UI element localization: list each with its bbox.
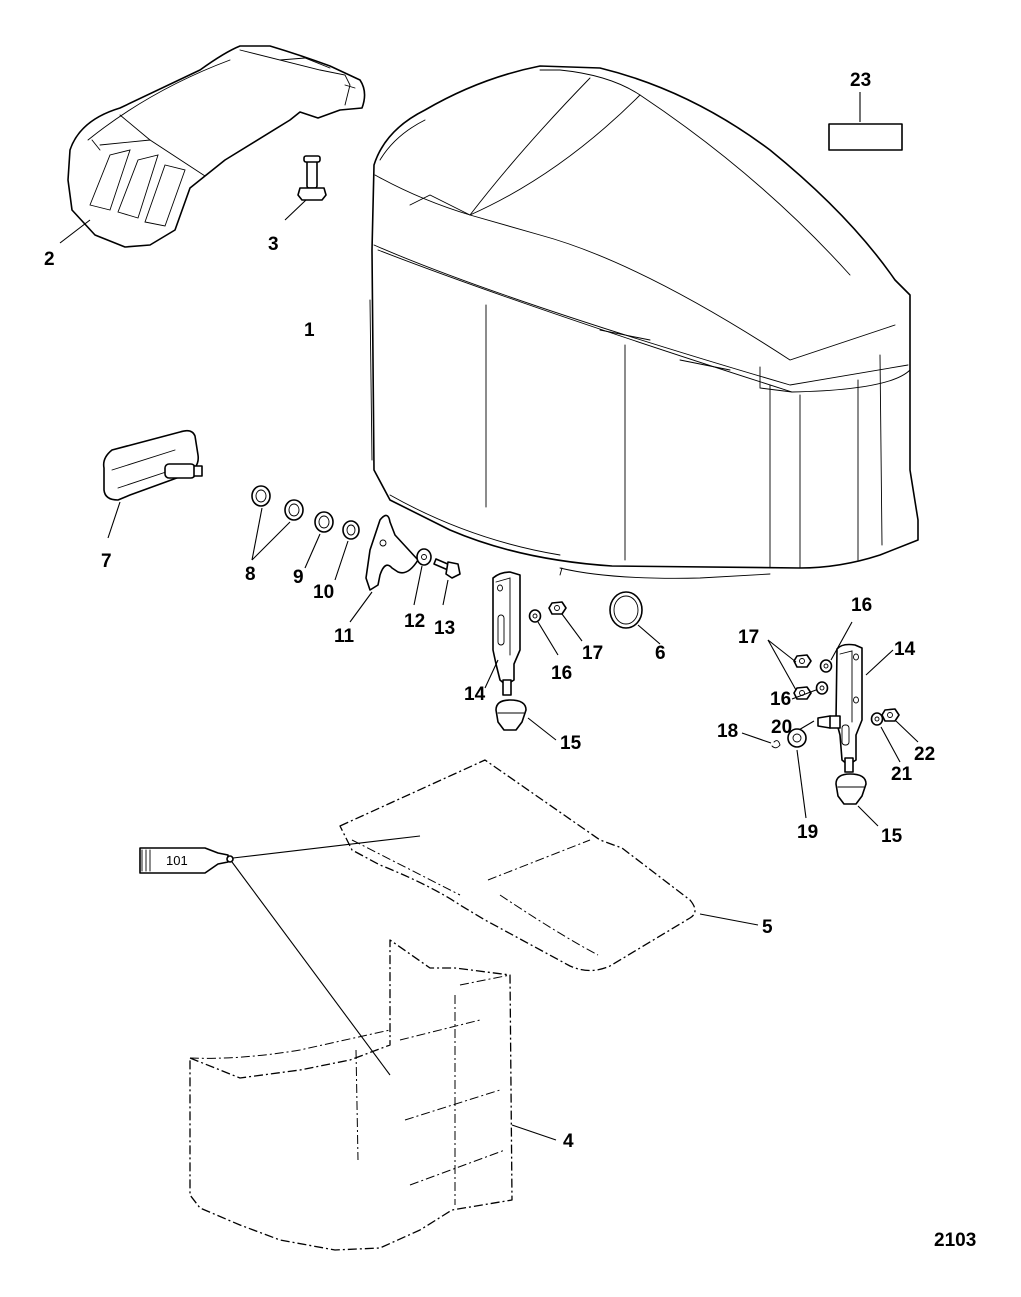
callout-2: 2 — [44, 249, 55, 270]
callout-7: 7 — [101, 551, 112, 572]
callout-16-right-upper: 16 — [851, 595, 872, 616]
washer-part-16-right-upper — [819, 621, 853, 673]
sealant-tube-label: 101 — [166, 853, 188, 868]
callout-16-left: 16 — [551, 663, 572, 684]
figure-number: 2103 — [934, 1230, 976, 1251]
callout-6: 6 — [655, 643, 666, 664]
callout-4: 4 — [563, 1131, 574, 1152]
nut-part-17-left — [548, 601, 583, 642]
clip-part-18 — [741, 732, 781, 749]
washer-part-9 — [304, 511, 334, 569]
nut-part-17-right-upper — [793, 654, 812, 668]
bumper-part-15-left — [495, 699, 557, 741]
callout-14-left: 14 — [464, 684, 486, 705]
bumper-part-15-right — [835, 773, 879, 827]
screw-part-3 — [284, 155, 327, 221]
callout-10: 10 — [313, 582, 334, 603]
callout-11: 11 — [334, 626, 355, 647]
washer-part-12 — [413, 548, 432, 606]
nut-part-17-right-lower — [793, 686, 812, 700]
callout-21: 21 — [891, 764, 913, 785]
callout-8: 8 — [245, 564, 256, 585]
bolt-part-13 — [433, 558, 461, 606]
decal-part-23 — [828, 92, 903, 151]
latch-bracket-part-14-left — [484, 571, 521, 696]
washer-part-16-right-lower — [791, 681, 829, 700]
callout-19: 19 — [797, 822, 818, 843]
callout-18: 18 — [717, 721, 738, 742]
latch-bracket-part-14-right — [835, 643, 894, 773]
callout-13: 13 — [434, 618, 455, 639]
callout-20: 20 — [771, 717, 792, 738]
callout-5: 5 — [762, 917, 773, 938]
callout-15-left: 15 — [560, 733, 582, 754]
latch-hook-part-11 — [349, 514, 419, 623]
callout-22: 22 — [914, 744, 935, 765]
rear-cover-part-2 — [59, 45, 366, 248]
washer-part-10 — [334, 520, 360, 581]
nut-part-22 — [881, 708, 919, 743]
callout-15-right: 15 — [881, 826, 903, 847]
callout-3: 3 — [268, 234, 279, 255]
callout-17-left: 17 — [582, 643, 603, 664]
callout-16-right-lower: 16 — [770, 689, 791, 710]
callout-14-right: 14 — [894, 639, 916, 660]
seal-part-4 — [189, 939, 557, 1251]
bushing-parts-8 — [251, 485, 304, 561]
washer-part-16-left — [528, 609, 559, 656]
top-cowl-part-1 — [369, 65, 919, 579]
callout-1: 1 — [304, 320, 315, 341]
latch-handle-part-7 — [102, 429, 203, 539]
grommet-part-6 — [609, 591, 661, 645]
seal-part-5 — [339, 759, 759, 972]
callout-12: 12 — [404, 611, 425, 632]
callout-23: 23 — [850, 70, 871, 91]
washer-part-21 — [870, 712, 901, 763]
callout-17-right: 17 — [738, 627, 759, 648]
pin-part-20 — [791, 715, 841, 735]
spacer-part-19 — [787, 728, 807, 819]
callout-9: 9 — [293, 567, 304, 588]
sealant-tube — [139, 835, 421, 1076]
